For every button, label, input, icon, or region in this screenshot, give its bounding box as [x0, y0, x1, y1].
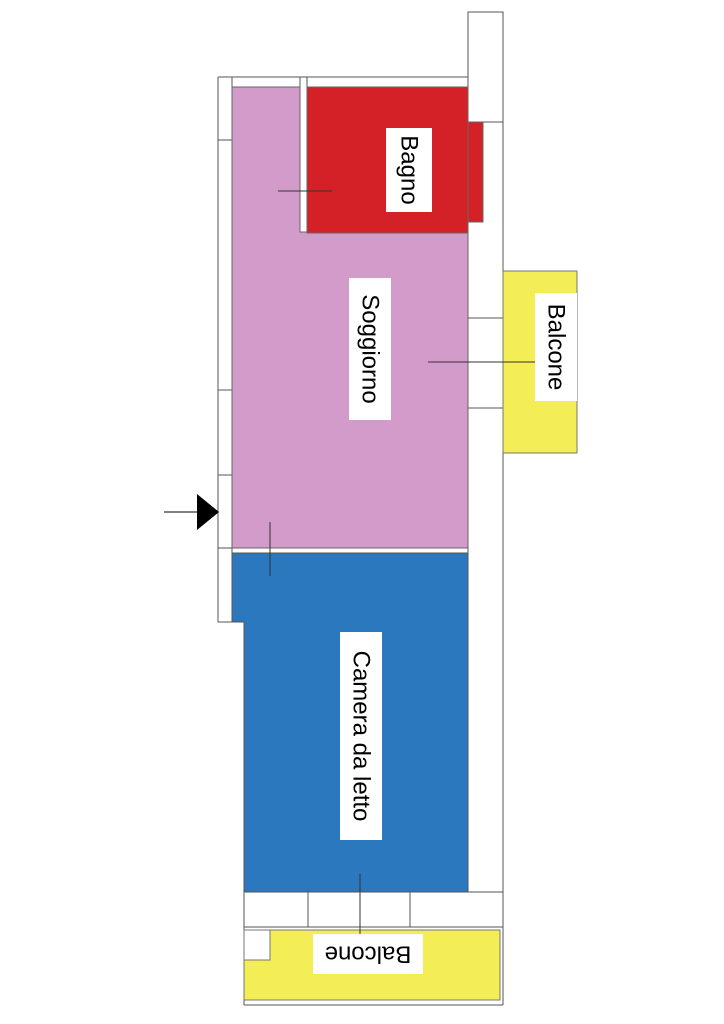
balcone-column	[243, 929, 271, 961]
label-bagno: Bagno	[396, 135, 423, 204]
bagno-window	[467, 121, 484, 223]
top-right-pillar	[467, 11, 504, 123]
label-balcone-sud: Balcone	[325, 941, 412, 968]
label-camera: Camera da letto	[348, 651, 375, 822]
label-balcone-est: Balcone	[543, 304, 570, 391]
label-soggiorno: Soggiorno	[357, 294, 384, 403]
entrance-arrow-icon	[164, 494, 219, 530]
